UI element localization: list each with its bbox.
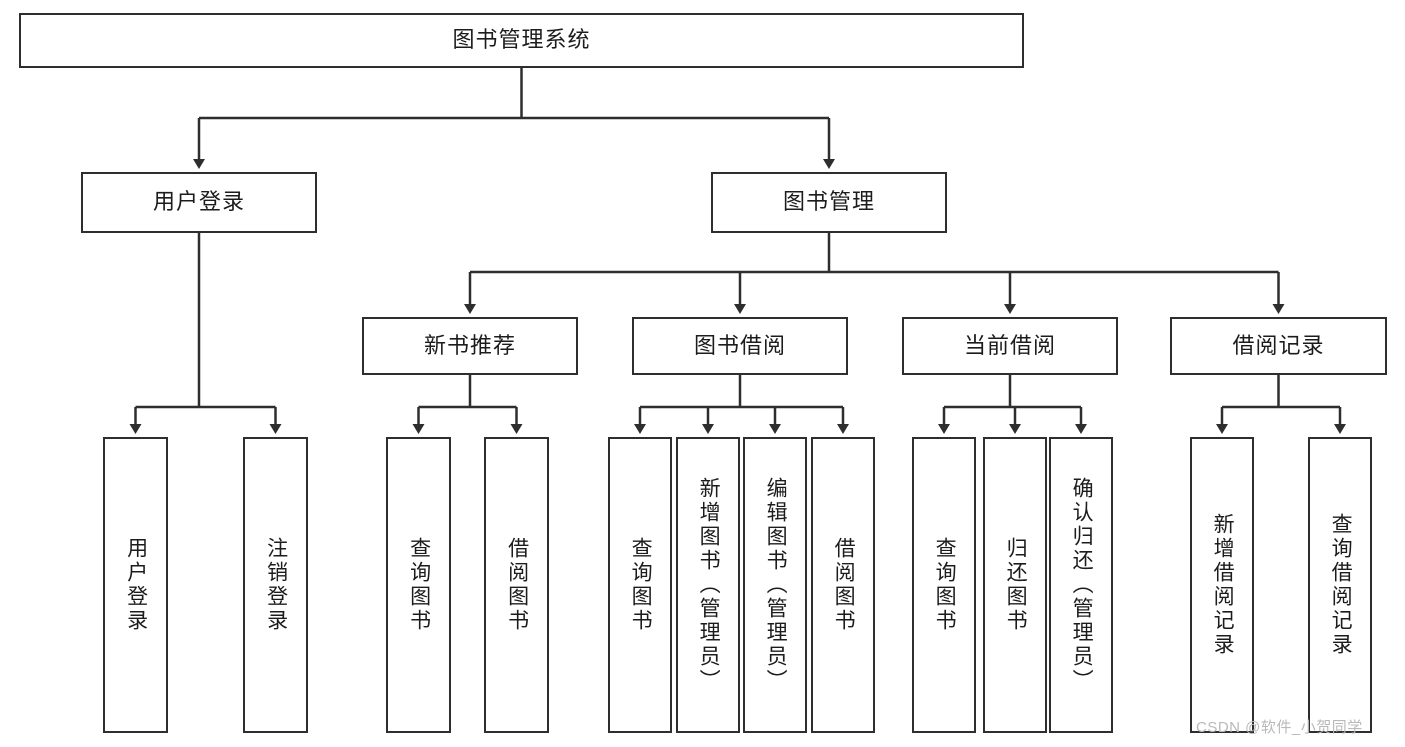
node-label-new-book-recommend: 新书推荐 bbox=[423, 332, 516, 358]
node-root[interactable]: 图书管理系统 bbox=[19, 13, 1024, 68]
node-label-book-manage: 图书管理 bbox=[782, 189, 875, 215]
node-leaf-add-book[interactable]: 新增图书（管理员） bbox=[676, 437, 740, 733]
node-new-book-recommend[interactable]: 新书推荐 bbox=[362, 317, 578, 375]
node-label-leaf-user-login: 用户登录 bbox=[124, 537, 148, 633]
node-label-leaf-add-book: 新增图书（管理员） bbox=[697, 477, 721, 693]
node-label-leaf-query-book-borrow: 查询图书 bbox=[629, 537, 653, 633]
node-label-leaf-borrow-book: 借阅图书 bbox=[832, 537, 856, 633]
node-label-current-borrow: 当前借阅 bbox=[963, 332, 1056, 358]
node-current-borrow[interactable]: 当前借阅 bbox=[902, 317, 1118, 375]
node-leaf-edit-book[interactable]: 编辑图书（管理员） bbox=[743, 437, 807, 733]
node-label-leaf-confirm-return: 确认归还（管理员） bbox=[1070, 477, 1094, 693]
node-leaf-query-borrow-record[interactable]: 查询借阅记录 bbox=[1308, 437, 1372, 733]
node-leaf-return-book[interactable]: 归还图书 bbox=[983, 437, 1047, 733]
node-borrow-record[interactable]: 借阅记录 bbox=[1170, 317, 1387, 375]
node-label-borrow-record: 借阅记录 bbox=[1232, 332, 1325, 358]
node-label-root: 图书管理系统 bbox=[452, 27, 591, 53]
node-leaf-borrow-book[interactable]: 借阅图书 bbox=[811, 437, 875, 733]
node-user-login[interactable]: 用户登录 bbox=[81, 172, 317, 233]
node-label-book-borrow: 图书借阅 bbox=[693, 332, 786, 358]
node-book-manage[interactable]: 图书管理 bbox=[711, 172, 947, 233]
node-leaf-user-logout[interactable]: 注销登录 bbox=[243, 437, 308, 733]
csdn-watermark: CSDN @软件_小贺同学 bbox=[1196, 719, 1363, 736]
node-label-leaf-query-borrow-record: 查询借阅记录 bbox=[1329, 513, 1353, 657]
node-book-borrow[interactable]: 图书借阅 bbox=[632, 317, 848, 375]
node-label-leaf-return-book: 归还图书 bbox=[1004, 537, 1028, 633]
node-leaf-query-book-current[interactable]: 查询图书 bbox=[912, 437, 976, 733]
node-leaf-borrow-book-recommend[interactable]: 借阅图书 bbox=[484, 437, 549, 733]
node-label-leaf-user-logout: 注销登录 bbox=[264, 537, 288, 633]
node-label-leaf-edit-book: 编辑图书（管理员） bbox=[764, 477, 788, 693]
node-label-leaf-query-book-current: 查询图书 bbox=[933, 537, 957, 633]
node-leaf-confirm-return[interactable]: 确认归还（管理员） bbox=[1049, 437, 1113, 733]
node-leaf-query-book-recommend[interactable]: 查询图书 bbox=[386, 437, 451, 733]
node-label-leaf-borrow-book-recommend: 借阅图书 bbox=[505, 537, 529, 633]
node-leaf-add-borrow-record[interactable]: 新增借阅记录 bbox=[1190, 437, 1254, 733]
node-label-leaf-query-book-recommend: 查询图书 bbox=[407, 537, 431, 633]
node-leaf-user-login[interactable]: 用户登录 bbox=[103, 437, 168, 733]
node-label-user-login: 用户登录 bbox=[152, 189, 245, 215]
node-label-leaf-add-borrow-record: 新增借阅记录 bbox=[1211, 513, 1235, 657]
node-leaf-query-book-borrow[interactable]: 查询图书 bbox=[608, 437, 672, 733]
